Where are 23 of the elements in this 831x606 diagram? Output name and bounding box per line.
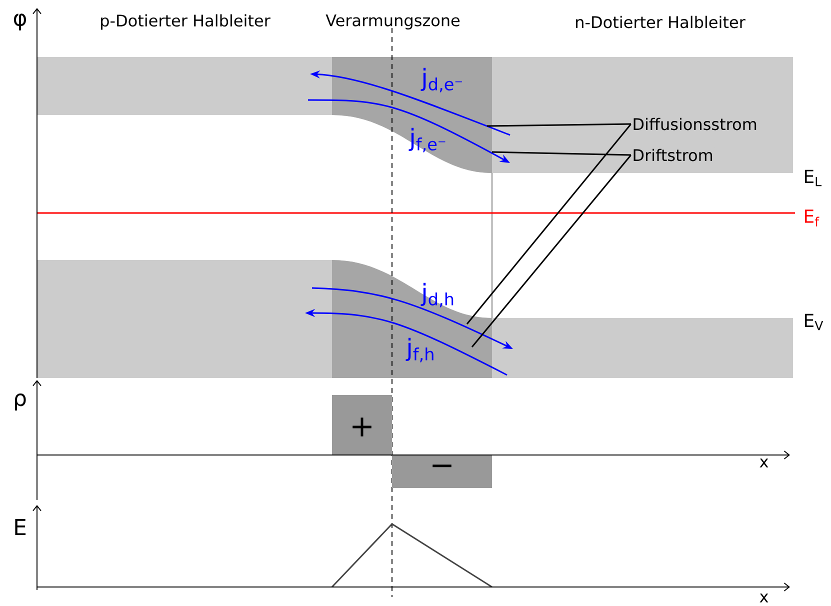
current-label: j$_{f,h}$ <box>406 338 434 362</box>
current-label: j$_{d,e⁻}$ <box>420 68 462 92</box>
region-heading: p-Dotierter Halbleiter <box>101 14 270 30</box>
charge-sign: − <box>432 464 452 468</box>
leader-line <box>471 154 632 348</box>
axis-label: φ <box>14 14 26 30</box>
level-label: E$_{V}$ <box>804 314 824 330</box>
leader-line <box>487 123 632 127</box>
axis-label: E <box>15 518 26 536</box>
level-label: E$_{L}$ <box>804 170 822 186</box>
axis-label: x <box>760 458 768 468</box>
axis-label: x <box>760 594 768 602</box>
region-heading: n-Dotierter Halbleiter <box>576 16 746 28</box>
leader-line <box>466 124 632 324</box>
leader-label: Diffusionsstrom <box>631 116 758 132</box>
region-heading: Verarmungszone <box>326 14 460 30</box>
axis-label: ρ <box>15 394 26 410</box>
leader-label: Driftstrom <box>631 148 714 162</box>
current-label: j$_{d,h}$ <box>420 282 454 308</box>
level-label: E$_{f}$ <box>804 210 820 226</box>
leader-line <box>492 151 632 156</box>
current-label: j$_{f,e⁻}$ <box>408 128 446 152</box>
charge-sign: + <box>352 418 372 436</box>
